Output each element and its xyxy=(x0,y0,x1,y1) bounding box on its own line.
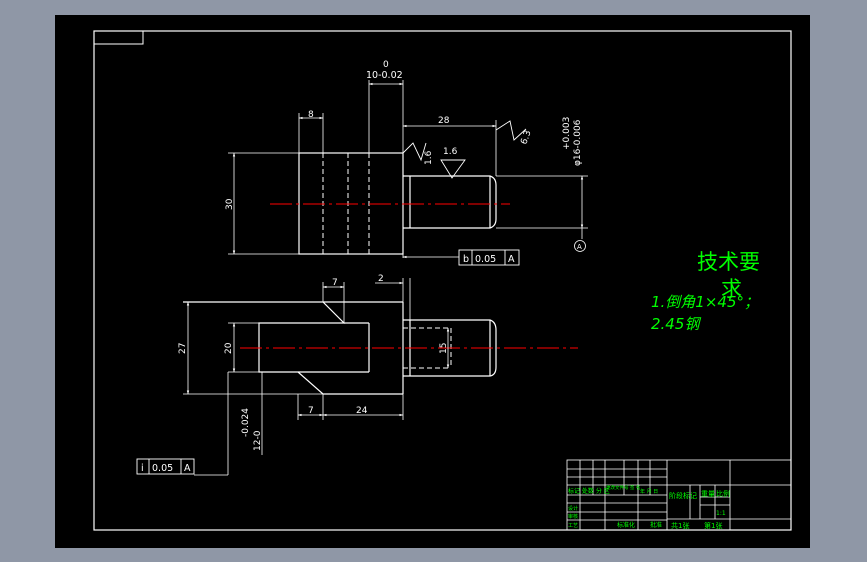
dim-height-20: 20 xyxy=(224,342,234,354)
tech-req-title-line1: 技术要 xyxy=(697,250,760,274)
tolerance-frame-upper xyxy=(458,249,520,266)
tb-approve: 批准 xyxy=(650,521,662,529)
rough-6-3: 6.3 xyxy=(519,129,533,146)
dim-lines-top xyxy=(228,80,588,259)
tolerance-lower-symbol: i xyxy=(141,463,144,474)
tolerance-upper-datum: A xyxy=(508,254,515,265)
tech-req-item-1: 1.倒角1×45°； xyxy=(651,293,759,311)
drawing-svg: 8 0 10-0.02 28 1.6 1.6 6.3 +0.003 φ16-0.… xyxy=(93,30,792,531)
dim-dia-15: 15 xyxy=(439,343,449,354)
dim-dia-16: φ16-0.006 xyxy=(573,119,583,166)
tb-audit: 审核 xyxy=(568,513,578,520)
tolerance-upper-value: 0.05 xyxy=(475,254,496,265)
tb-scale-value: 1:1 xyxy=(716,510,726,517)
tb-weight: 重量 xyxy=(701,490,715,498)
tb-craft: 工艺 xyxy=(568,523,578,529)
dim-length-24: 24 xyxy=(356,406,368,416)
tb-scale: 比例 xyxy=(716,489,730,498)
tech-req-title-line2: 求 xyxy=(721,277,742,301)
dim-dia-tol-upper: +0.003 xyxy=(562,117,572,150)
dim-height-27: 27 xyxy=(178,343,188,354)
dim-gap-2: 2 xyxy=(378,274,384,284)
tolerance-frame-lower xyxy=(136,458,195,475)
dim-tol-upper-0: 0 xyxy=(383,60,389,70)
dim-height-30: 30 xyxy=(225,198,235,210)
tolerance-lower-datum: A xyxy=(184,463,191,474)
drawing-border xyxy=(93,30,792,531)
tb-sheet-no: 第1张 xyxy=(704,521,722,530)
tb-row-label-3: 年 月 日 xyxy=(640,488,658,495)
tb-row-label-2: 更改文件号 签 名 xyxy=(606,484,640,491)
dim-width-7-top: 7 xyxy=(332,278,338,288)
roughness-symbols-top xyxy=(402,120,527,179)
title-block-text: 标记 处数 分 区 更改文件号 签 名 年 月 日 阶段标记 重量 比例 1:1… xyxy=(568,484,730,530)
tech-req-item-2: 2.45钢 xyxy=(651,315,701,333)
tb-standard: 标准化 xyxy=(617,521,635,529)
tb-design: 设计 xyxy=(568,505,578,512)
drawing-canvas[interactable]: 8 0 10-0.02 28 1.6 1.6 6.3 +0.003 φ16-0.… xyxy=(55,15,810,548)
tb-sheets-total: 共1张 xyxy=(671,521,689,530)
dim-width-8: 8 xyxy=(308,110,314,120)
dim-length-28: 28 xyxy=(438,116,450,126)
dim-lines-bottom xyxy=(183,278,450,476)
tb-row-label-1: 标记 处数 分 区 xyxy=(568,487,610,495)
rough-1-6-b: 1.6 xyxy=(443,147,458,157)
drawing-number-box xyxy=(93,30,144,45)
rough-1-6-a: 1.6 xyxy=(424,150,434,165)
tb-stage-mark: 阶段标记 xyxy=(669,491,697,500)
datum-a-circle-label: A xyxy=(577,243,582,251)
dim-base-12: 12-0 xyxy=(253,430,263,451)
dim-width-7-bottom: 7 xyxy=(308,406,314,416)
dim-slot-10: 10-0.02 xyxy=(366,70,403,81)
dim-tol-minus-024: -0.024 xyxy=(241,408,251,437)
tolerance-upper-symbol: b xyxy=(463,254,469,265)
title-block-grid xyxy=(566,459,792,531)
tolerance-lower-value: 0.05 xyxy=(152,463,173,474)
